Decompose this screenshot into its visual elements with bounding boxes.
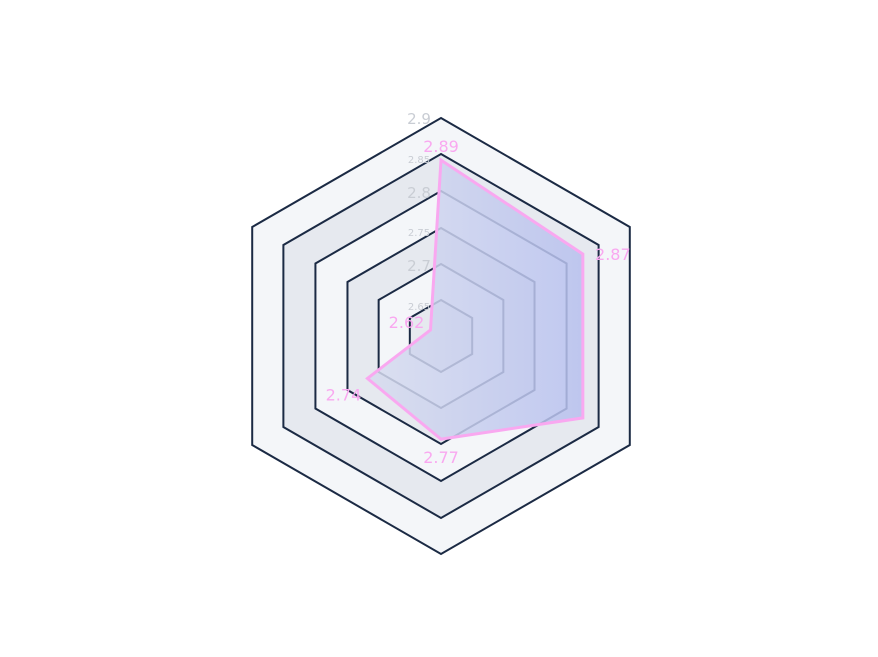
data-label-6: 2.62 (389, 313, 425, 332)
data-label-4: 2.77 (423, 448, 459, 467)
radial-tick-labels: 2.65 2.7 2.75 2.8 2.85 2.9 (407, 110, 431, 313)
radial-tick-label: 2.9 (407, 110, 431, 128)
data-labels: 2.89 2.87 2.77 2.74 2.62 (326, 137, 631, 467)
data-label-1: 2.89 (423, 137, 459, 156)
radial-tick-label: 2.75 (408, 228, 430, 239)
radial-tick-label: 2.65 (408, 302, 430, 313)
data-label-2: 2.87 (595, 245, 631, 264)
radar-series (365, 157, 585, 441)
radial-tick-label: 2.85 (408, 155, 430, 166)
radial-tick-label: 2.8 (407, 184, 431, 202)
radial-tick-label: 2.7 (407, 257, 431, 275)
series-area-1 (365, 157, 585, 441)
data-label-5: 2.74 (326, 385, 362, 404)
